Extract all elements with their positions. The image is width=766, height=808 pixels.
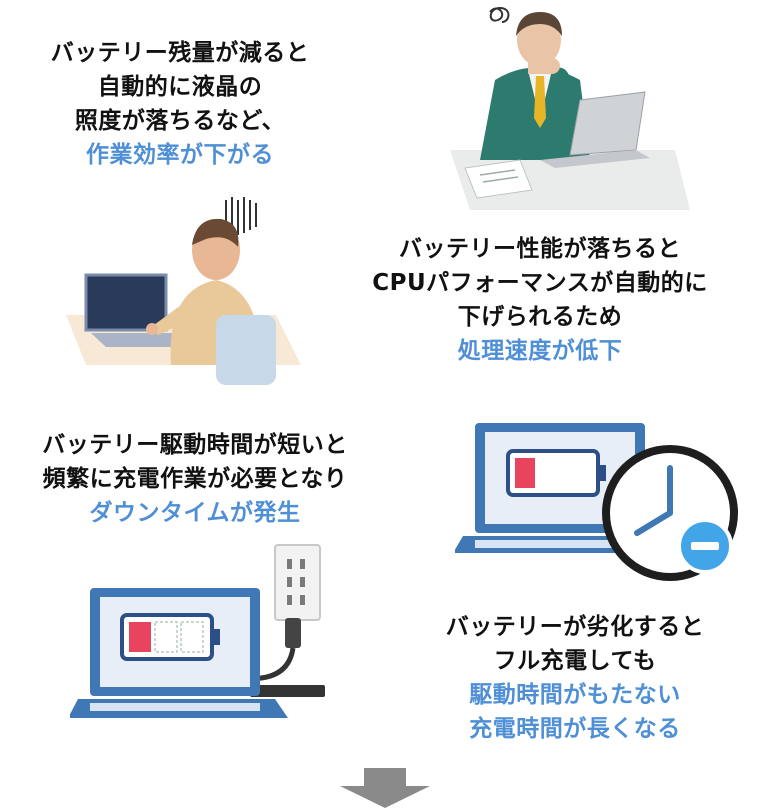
text-block-cpu: バッテリー性能が落ちると CPUパフォーマンスが自動的に 下げられるため 処理速… — [350, 232, 730, 368]
highlight-line: 作業効率が下がる — [86, 142, 274, 168]
text-line: 自動的に液晶の — [97, 74, 263, 100]
worried-businessman-illustration — [450, 6, 690, 210]
text-block-downtime: バッテリー駆動時間が短いと 頻繁に充電作業が必要となり ダウンタイムが発生 — [10, 428, 380, 530]
text-line: バッテリー駆動時間が短いと — [42, 432, 348, 458]
text-line: バッテリーが劣化すると — [445, 614, 705, 640]
slow-laptop-worker-illustration — [66, 197, 301, 385]
text-line: 下げられるため — [457, 304, 623, 330]
text-line: CPUパフォーマンスが自動的に — [372, 270, 708, 296]
text-line: フル充電しても — [493, 648, 657, 674]
text-block-charging: バッテリーが劣化すると フル充電しても 駆動時間がもたない 充電時間が長くなる — [410, 610, 740, 746]
text-line: 照度が落ちるなど、 — [74, 108, 286, 134]
highlight-line: 処理速度が低下 — [457, 338, 623, 364]
laptop-charging-outlet-illustration — [70, 544, 325, 718]
laptop-low-battery-clock-illustration — [455, 423, 738, 581]
down-arrow-icon — [340, 768, 430, 808]
text-line: バッテリー性能が落ちると — [399, 236, 681, 262]
text-line: バッテリー残量が減ると — [50, 40, 310, 66]
highlight-line: 駆動時間がもたない — [469, 682, 681, 708]
highlight-line: ダウンタイムが発生 — [89, 500, 301, 526]
text-line: 頻繁に充電作業が必要となり — [42, 466, 348, 492]
highlight-line: 充電時間が長くなる — [469, 716, 681, 742]
text-block-brightness: バッテリー残量が減ると 自動的に液晶の 照度が落ちるなど、 作業効率が下がる — [30, 36, 330, 172]
